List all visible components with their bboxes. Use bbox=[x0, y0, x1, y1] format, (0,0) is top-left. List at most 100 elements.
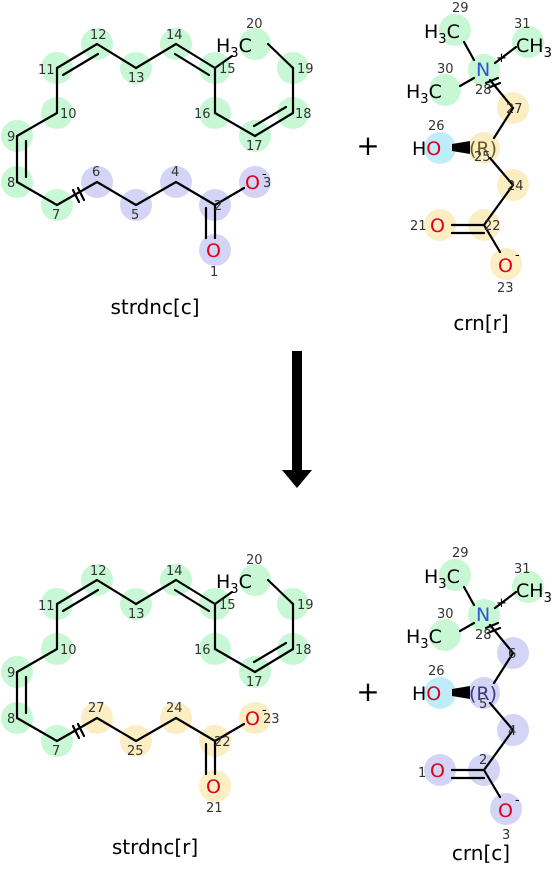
hl-atom-29 bbox=[439, 559, 471, 591]
methyl-label: H3C bbox=[216, 35, 252, 61]
atom-index-21: 21 bbox=[206, 801, 223, 816]
atom-index-11: 11 bbox=[38, 63, 55, 78]
atom-index-12: 12 bbox=[90, 564, 107, 579]
bond-4-2 bbox=[482, 728, 515, 772]
nitrogen-label: N bbox=[476, 59, 490, 81]
atom-index-3: 3 bbox=[502, 828, 510, 843]
charge-plus-28: + bbox=[496, 51, 507, 66]
molecule-name: strdnc[r] bbox=[112, 835, 198, 859]
bond-28-29 bbox=[462, 40, 476, 62]
atom-index-28: 28 bbox=[475, 83, 492, 98]
hl-atom-29 bbox=[439, 14, 471, 46]
atom-index-27: 27 bbox=[88, 701, 105, 716]
hl-atom-21 bbox=[199, 770, 231, 802]
stereo-label: (R) bbox=[469, 683, 497, 705]
bond-17-16 bbox=[213, 647, 257, 674]
atom-index-27: 27 bbox=[506, 102, 523, 117]
atom-index-22: 22 bbox=[484, 219, 501, 234]
atom-index-20: 20 bbox=[246, 553, 263, 568]
oxygen-label-1: O bbox=[206, 240, 221, 262]
bond-20-19 bbox=[266, 42, 295, 70]
atom-index-29: 29 bbox=[452, 546, 469, 561]
methyl-label-31: CH3 bbox=[516, 35, 552, 61]
atom-index-2: 2 bbox=[479, 753, 487, 768]
hl-atom-21 bbox=[424, 209, 456, 241]
atom-index-17: 17 bbox=[246, 139, 263, 154]
bond-14-15 bbox=[174, 578, 217, 606]
bond-28-30 bbox=[458, 621, 476, 633]
bond-28-31 bbox=[493, 590, 518, 610]
hl-atom-5 bbox=[468, 677, 500, 709]
hl-atom-23 bbox=[490, 248, 522, 280]
bond-13-14 bbox=[134, 578, 178, 606]
atom-index-7: 7 bbox=[52, 744, 60, 759]
atom-index-17: 17 bbox=[246, 675, 263, 690]
oxygen-label-3: O bbox=[245, 172, 260, 194]
hl-atom-30 bbox=[429, 619, 461, 651]
hl-atom-20 bbox=[239, 564, 271, 596]
methyl-label-31: CH3 bbox=[516, 580, 552, 606]
atom-index-1: 1 bbox=[418, 766, 426, 781]
bond-24-22 bbox=[174, 716, 217, 743]
atom-index-4: 4 bbox=[508, 724, 516, 739]
plus-sign-bottom: + bbox=[356, 675, 379, 708]
bond-8-7 bbox=[15, 180, 59, 207]
bond-11-12-double bbox=[61, 588, 100, 613]
bond-12-13 bbox=[95, 42, 138, 70]
atom-index-30: 30 bbox=[437, 607, 454, 622]
hl-atom-20 bbox=[239, 28, 271, 60]
hl-atom-28 bbox=[468, 599, 500, 631]
atom-index-26: 26 bbox=[428, 119, 445, 134]
bond-27-25 bbox=[95, 716, 138, 743]
atom-index-18: 18 bbox=[295, 107, 312, 122]
bond-4-2 bbox=[174, 180, 217, 207]
charge-plus-28: + bbox=[496, 596, 507, 611]
atom-index-2: 2 bbox=[214, 199, 222, 214]
methyl-label-29: H3C bbox=[424, 566, 460, 592]
atom-index-31: 31 bbox=[514, 17, 531, 32]
bond-15-20 bbox=[213, 54, 234, 70]
charge-minus-3: - bbox=[262, 167, 267, 182]
molecule-strdnc-r: H3C O - O 12 11 13 14 15 20 19 18 17 16 … bbox=[1, 553, 314, 859]
molecule-name: crn[c] bbox=[452, 841, 510, 865]
atom-index-28: 28 bbox=[475, 628, 492, 643]
atom-index-21: 21 bbox=[410, 219, 427, 234]
oxygen-label-21: O bbox=[206, 776, 221, 798]
atom-index-10: 10 bbox=[60, 107, 77, 122]
bond-14-15 bbox=[174, 42, 217, 70]
molecule-name: crn[r] bbox=[453, 311, 508, 335]
bond-14-15-double bbox=[173, 588, 211, 613]
oxygen-label-23: O bbox=[245, 708, 260, 730]
bond-24-22 bbox=[482, 183, 515, 227]
cleavage-mark bbox=[71, 186, 86, 204]
atom-index-1: 1 bbox=[210, 265, 218, 280]
hl-atom-3 bbox=[490, 793, 522, 825]
atom-index-15: 15 bbox=[219, 598, 236, 613]
bond-20-19 bbox=[266, 578, 295, 606]
atom-index-6: 6 bbox=[92, 165, 100, 180]
bond-28-30 bbox=[458, 76, 476, 88]
cleavage-mark bbox=[484, 76, 502, 90]
bond-25-24 bbox=[134, 716, 178, 743]
hl-atom-28 bbox=[468, 54, 500, 86]
oxygen-label-21: O bbox=[430, 215, 445, 237]
atom-index-12: 12 bbox=[90, 28, 107, 43]
atom-index-8: 8 bbox=[7, 176, 15, 191]
atom-index-30: 30 bbox=[437, 62, 454, 77]
charge-minus-23: - bbox=[262, 703, 267, 718]
bonds bbox=[15, 42, 295, 240]
atom-index-16: 16 bbox=[194, 107, 211, 122]
cleavage-mark bbox=[484, 621, 502, 635]
oxygen-label-3: O bbox=[498, 800, 513, 822]
bond-10-9 bbox=[15, 111, 59, 138]
bond-2-3 bbox=[213, 186, 246, 207]
atom-index-23: 23 bbox=[497, 281, 514, 296]
molecule-crn-r: 29 H3C 31 CH3 30 H3C N + 28 27 26 HO (R)… bbox=[406, 1, 552, 335]
hl-atom-26 bbox=[424, 132, 456, 164]
bond-6-5 bbox=[95, 180, 138, 207]
bond-15-20 bbox=[213, 590, 234, 606]
bond-6-5 bbox=[492, 651, 515, 685]
bond-5-4 bbox=[488, 701, 515, 732]
